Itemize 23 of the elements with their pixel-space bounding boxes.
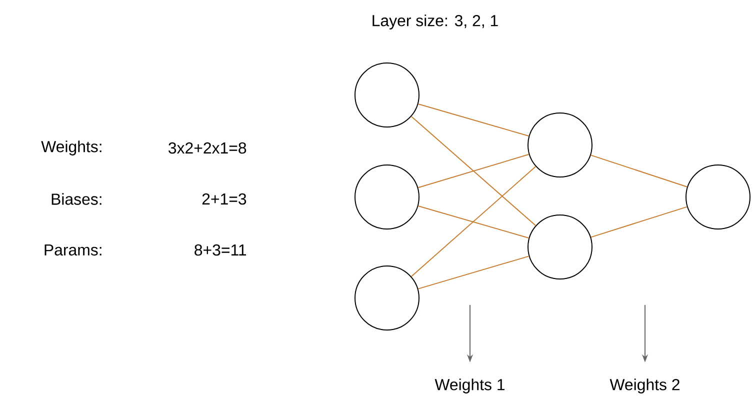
axis-label: Weights 1 xyxy=(434,378,504,394)
connection-line xyxy=(410,116,536,226)
label: Biases: xyxy=(52,193,102,205)
label: 3x2+2x1=8 xyxy=(168,142,246,154)
neuron-circle xyxy=(686,164,750,230)
label: Weights: xyxy=(41,140,102,156)
neuron-circle xyxy=(528,112,592,178)
label: 8+3=11 xyxy=(194,244,246,256)
connection-line xyxy=(418,154,530,188)
connection-line xyxy=(418,206,530,238)
connection-line xyxy=(418,256,530,290)
connection-line xyxy=(590,154,688,188)
neuron-circle xyxy=(354,266,420,330)
label: Params: xyxy=(44,244,102,256)
neuron-circle xyxy=(354,62,420,128)
connection-line xyxy=(590,206,688,238)
connection-line xyxy=(410,166,536,277)
label: Layer size: 3, 2, 1 xyxy=(372,14,498,30)
axis-label: Weights 2 xyxy=(610,378,680,394)
neuron-circle xyxy=(528,214,592,280)
connection-line xyxy=(418,104,530,136)
label: 2+1=3 xyxy=(202,193,246,205)
neuron-circle xyxy=(354,164,420,230)
